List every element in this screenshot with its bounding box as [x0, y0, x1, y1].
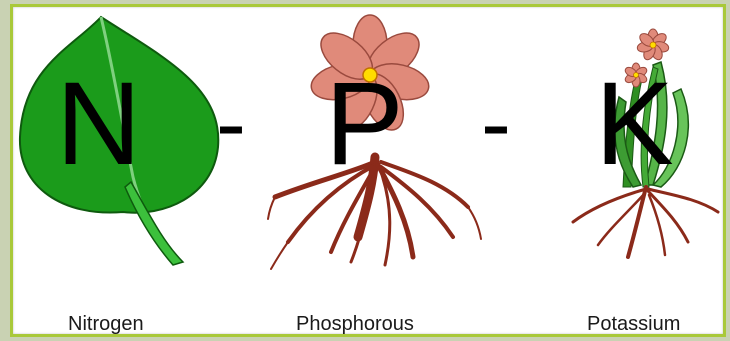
separator-1: - [216, 65, 246, 183]
potassium-label: Potassium [587, 313, 680, 335]
nitrogen-label: Nitrogen [68, 313, 144, 335]
phosphorous-label: Phosphorous [296, 313, 414, 335]
potassium-symbol: K [595, 65, 674, 183]
nitrogen-symbol: N [56, 65, 141, 183]
separator-2: - [481, 65, 511, 183]
diagram-frame: N - P - K Nitrogen Phosphorous Potassium [10, 4, 726, 337]
phosphorous-symbol: P [325, 65, 404, 183]
